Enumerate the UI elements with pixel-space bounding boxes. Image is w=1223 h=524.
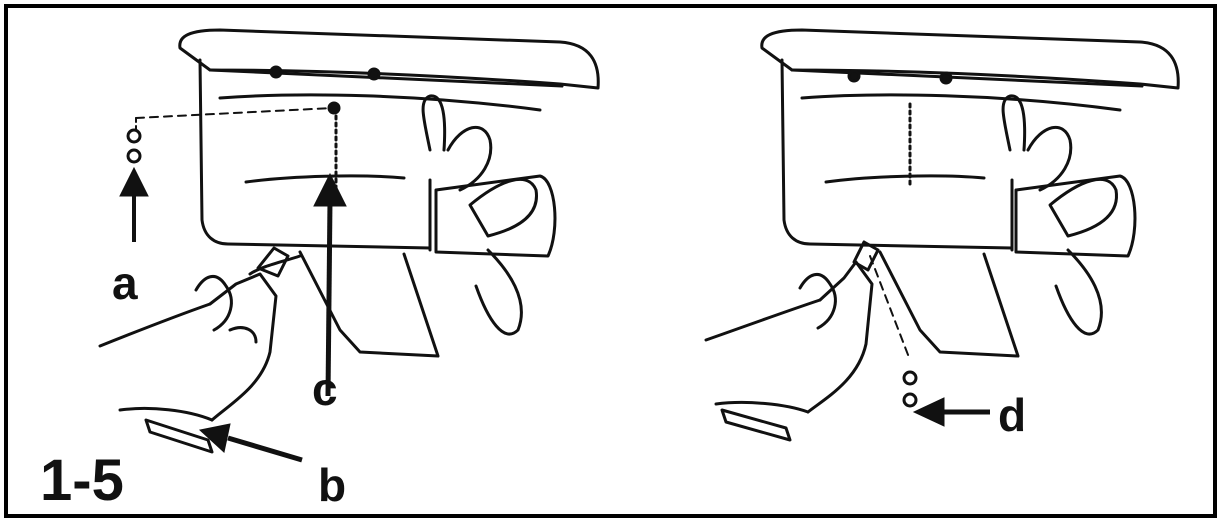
left-callout-arrows bbox=[119, 166, 347, 463]
callout-label-b: b bbox=[318, 459, 347, 511]
figure-frame bbox=[4, 4, 1217, 518]
callout-label-d: d bbox=[998, 389, 1027, 441]
callout-label-a: a bbox=[112, 257, 138, 309]
right-callout-arrow bbox=[912, 397, 990, 427]
right-gearcase-illustration bbox=[704, 28, 1180, 442]
left-gearcase-illustration bbox=[98, 28, 600, 454]
figure-number: 1-5 bbox=[40, 448, 124, 513]
callout-label-c: c bbox=[312, 363, 338, 415]
